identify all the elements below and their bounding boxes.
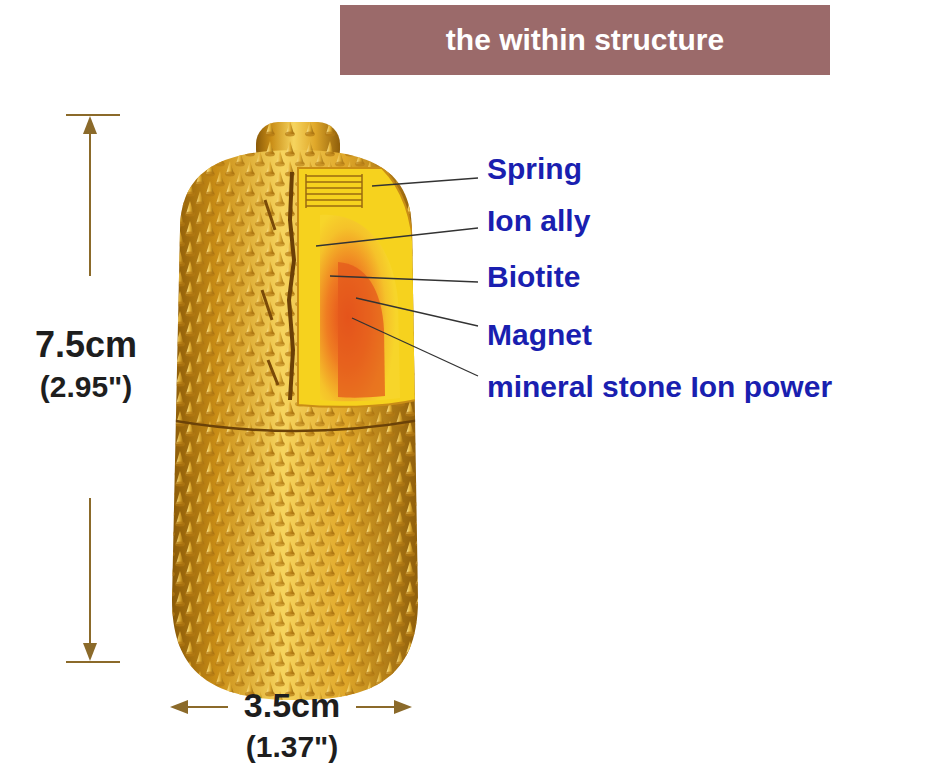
- dimension-label: 3.5cm: [244, 686, 340, 725]
- title-banner: the within structure: [340, 5, 830, 75]
- part-label: Biotite: [487, 260, 580, 295]
- part-label: Magnet: [487, 318, 592, 353]
- dimension-label: (2.95"): [40, 370, 133, 405]
- part-label: mineral stone Ion power: [487, 370, 832, 405]
- dimension-label: (1.37"): [246, 730, 339, 765]
- part-label: Spring: [487, 152, 582, 187]
- dimension-label: 7.5cm: [35, 324, 137, 365]
- part-label: Ion ally: [487, 204, 590, 239]
- leader-lines: [316, 178, 478, 376]
